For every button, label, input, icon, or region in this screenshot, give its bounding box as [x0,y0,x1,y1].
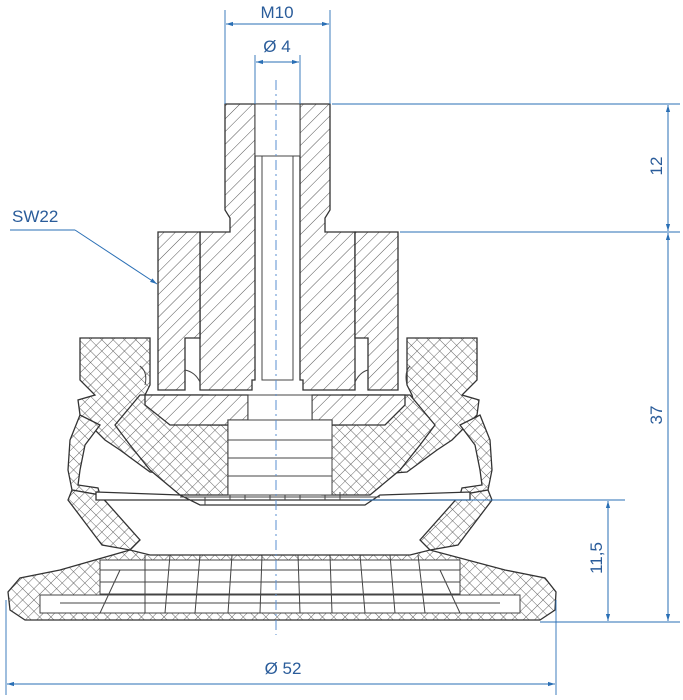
thread-size-label: M10 [260,3,293,22]
bore-diameter-label: Ø 4 [263,37,290,56]
bellows-body [77,337,480,496]
wrench-size-callout: SW22 [10,207,158,285]
thread-length-label: 12 [647,157,666,176]
cup-diameter-label: Ø 52 [265,659,302,678]
threaded-fitting [139,103,411,496]
wrench-size-label: SW22 [12,207,58,226]
body-height-label: 37 [647,406,666,425]
dimension-stroke: 11,5 [360,499,625,621]
dimension-body-height: 37 [540,233,680,623]
dimension-bore: Ø 4 [254,37,301,104]
stroke-label: 11,5 [587,542,606,574]
dimension-diameter: Ø 52 [5,600,557,695]
dimension-thread-length: 12 [332,103,680,233]
dimension-thread: M10 [224,3,331,104]
suction-grid [39,554,521,614]
